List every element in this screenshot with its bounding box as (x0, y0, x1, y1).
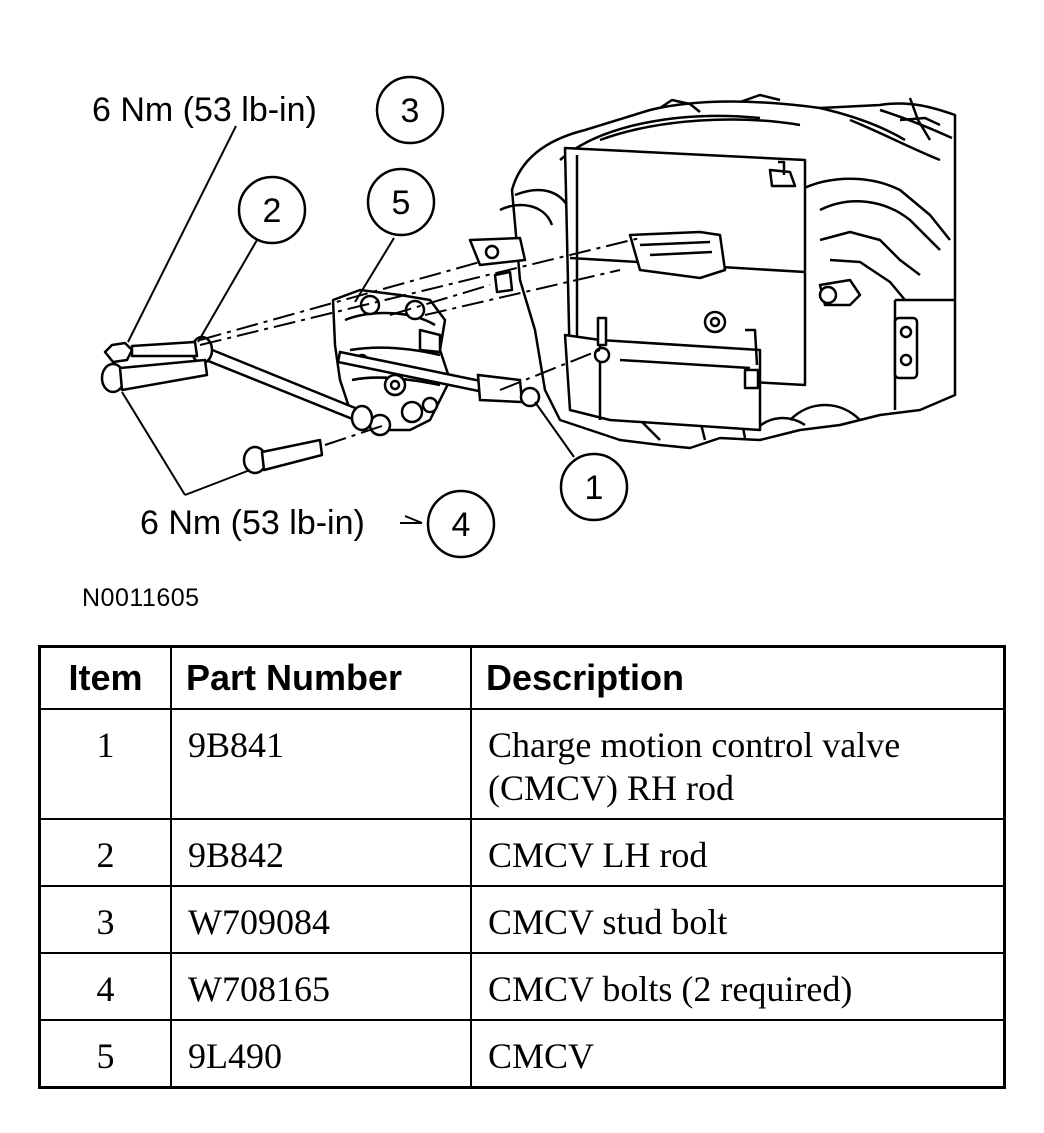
bolts (100, 340, 324, 475)
header-part-number: Part Number (170, 645, 472, 710)
cell-part-number: W709084 (170, 885, 472, 954)
callout-number-2: 2 (263, 192, 282, 230)
alignment-lines (199, 237, 641, 446)
cell-item: 5 (38, 1019, 172, 1089)
cell-description: CMCV (470, 1019, 1006, 1089)
table-header-row: Item Part Number Description (38, 645, 1006, 710)
callout-circles (237, 75, 629, 559)
cell-item: 4 (38, 952, 172, 1021)
torque-label-bottom: 6 Nm (53 lb-in) (140, 504, 365, 542)
cell-description: Charge motion control valve (CMCV) RH ro… (470, 708, 1006, 820)
header-item: Item (38, 645, 172, 710)
intake-manifold (468, 93, 957, 450)
header-description: Description (470, 645, 1006, 710)
cell-part-number: 9B841 (170, 708, 472, 820)
cell-description: CMCV stud bolt (470, 885, 1006, 954)
figure-id: N0011605 (82, 584, 200, 612)
cmcv-actuator (331, 288, 452, 437)
callout-number-4: 4 (452, 506, 471, 544)
exploded-diagram: 3 2 5 1 4 6 Nm (53 lb-in) 6 Nm (53 lb-in… (92, 75, 957, 559)
cell-part-number: 9L490 (170, 1019, 472, 1089)
callout-circle-2 (237, 175, 307, 245)
table-row: 2 9B842 CMCV LH rod (38, 818, 1006, 887)
cmcv-rods (190, 335, 541, 432)
callout-number-3: 3 (401, 92, 420, 130)
callout-number-5: 5 (392, 184, 411, 222)
callout-circle-5 (366, 167, 436, 237)
callout-circle-3 (375, 75, 445, 145)
callout-circle-4 (426, 489, 496, 559)
cell-item: 2 (38, 818, 172, 887)
table-row: 1 9B841 Charge motion control valve (CMC… (38, 708, 1006, 820)
callout-circle-1 (559, 452, 629, 522)
table-row: 3 W709084 CMCV stud bolt (38, 885, 1006, 954)
diagram-drawing: 3 2 5 1 4 (100, 75, 957, 559)
torque-label-top: 6 Nm (53 lb-in) (92, 91, 317, 129)
table-row: 5 9L490 CMCV (38, 1019, 1006, 1089)
parts-table: Item Part Number Description 1 9B841 Cha… (38, 645, 1006, 1089)
cell-item: 3 (38, 885, 172, 954)
cell-part-number: W708165 (170, 952, 472, 1021)
cell-part-number: 9B842 (170, 818, 472, 887)
cell-description: CMCV LH rod (470, 818, 1006, 887)
cell-item: 1 (38, 708, 172, 820)
table-row: 4 W708165 CMCV bolts (2 required) (38, 952, 1006, 1021)
callout-number-1: 1 (585, 469, 604, 507)
leader-lines (121, 93, 575, 524)
cell-description: CMCV bolts (2 required) (470, 952, 1006, 1021)
